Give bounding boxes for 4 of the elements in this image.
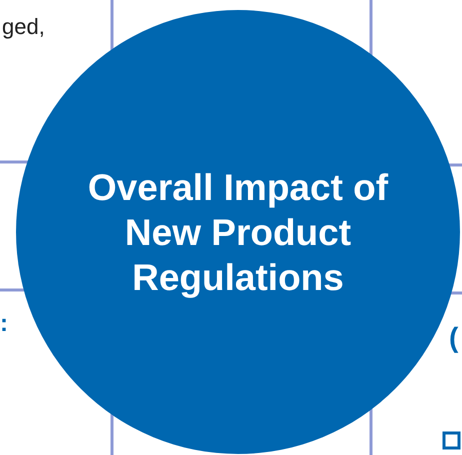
topic-title: Overall Impact of New Product Regulations <box>86 166 390 300</box>
text-fragment: ged, <box>2 14 45 40</box>
text-fragment: : <box>0 310 8 338</box>
text-fragment: ( <box>449 322 458 354</box>
